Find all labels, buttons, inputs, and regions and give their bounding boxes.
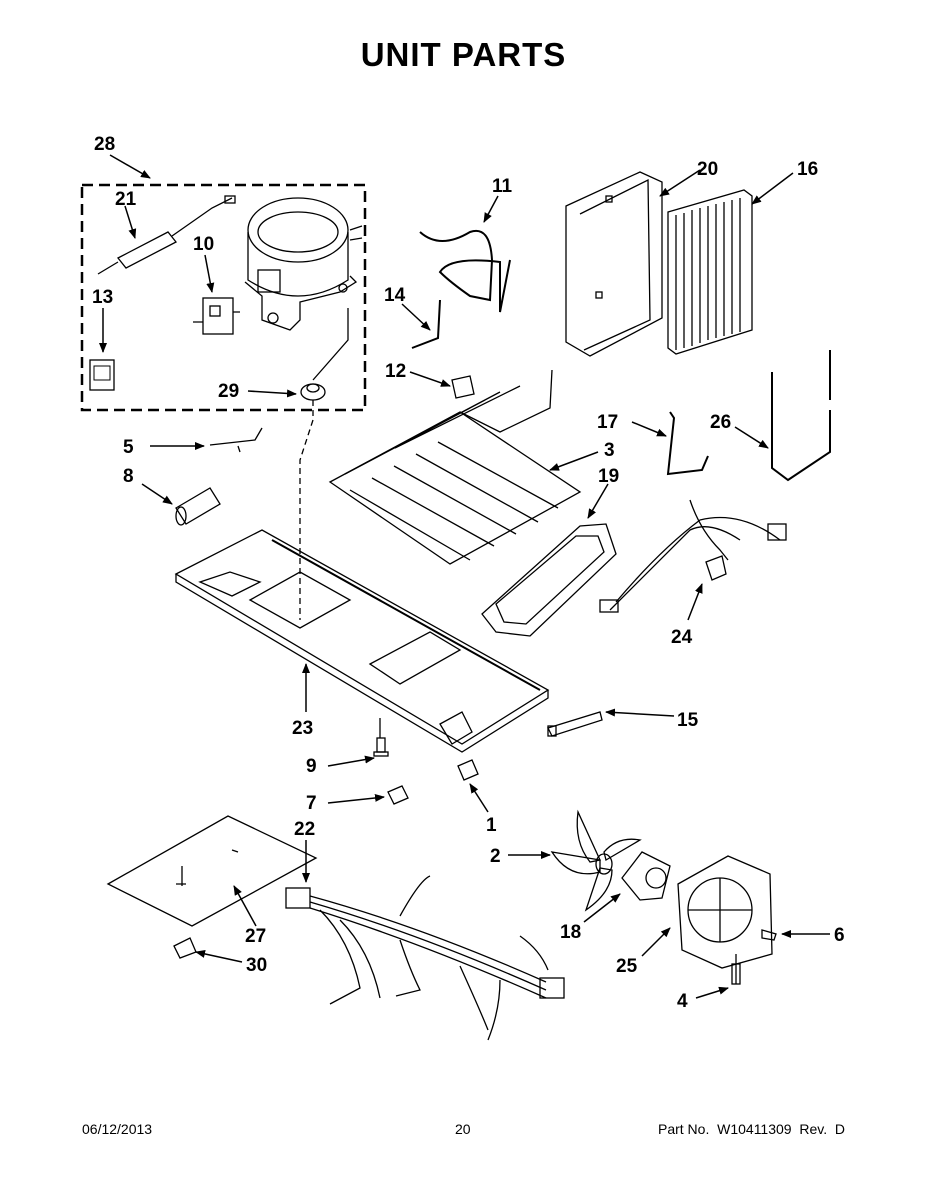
footer-date: 06/12/2013	[82, 1121, 153, 1137]
callout-17: 17	[597, 412, 618, 433]
callout-9: 9	[306, 756, 317, 777]
grommet-part	[300, 383, 326, 401]
clip-part	[451, 375, 475, 399]
heater-part	[328, 369, 582, 565]
callout-3: 3	[604, 440, 615, 461]
base-pan-part	[174, 529, 550, 753]
callout-18: 18	[560, 922, 581, 943]
screw-part-4	[731, 954, 741, 985]
callout-29: 29	[218, 381, 239, 402]
evaporator-part	[667, 189, 753, 355]
callout-11: 11	[492, 176, 513, 197]
callout-23: 23	[292, 718, 313, 739]
callout-28: 28	[94, 134, 115, 155]
screw-part-9	[373, 718, 389, 757]
sheet-part	[106, 815, 318, 927]
clip-part-30	[173, 937, 197, 959]
harness-part-22	[285, 875, 565, 1041]
callout-13: 13	[92, 287, 113, 308]
tube-part-14	[411, 299, 441, 349]
callout-12: 12	[385, 361, 406, 382]
harness-part-24	[599, 499, 787, 613]
callout-2: 2	[490, 846, 501, 867]
callout-5: 5	[123, 437, 134, 458]
callout-19: 19	[598, 466, 619, 487]
callout-1: 1	[486, 815, 497, 836]
tube-part-11	[419, 229, 511, 313]
callout-16: 16	[797, 159, 818, 180]
overload-part	[89, 359, 115, 391]
screw-part-6	[761, 929, 777, 941]
drain-pan-part	[481, 523, 617, 637]
callout-20: 20	[697, 159, 718, 180]
fan-shroud-part	[677, 855, 773, 969]
tie-part	[547, 711, 603, 737]
callout-8: 8	[123, 466, 134, 487]
callout-22: 22	[294, 819, 315, 840]
callout-6: 6	[834, 925, 845, 946]
plug-part-1	[457, 759, 479, 781]
callout-30: 30	[246, 955, 267, 976]
footer-part-number: Part No. W10411309 Rev. D	[657, 1121, 845, 1137]
clip-part-17	[666, 411, 709, 476]
page-title: UNIT PARTS	[360, 36, 567, 73]
relay-part	[193, 297, 240, 335]
callout-21: 21	[115, 189, 137, 210]
insulation-tube-part	[175, 487, 221, 526]
evaporator-cover-part	[565, 171, 663, 357]
fan-blade-part	[550, 809, 642, 912]
callout-26: 26	[710, 412, 731, 433]
compressor-part	[244, 197, 363, 331]
drier-part	[97, 195, 236, 275]
fan-motor-part	[621, 851, 671, 901]
compressor-group-box	[80, 183, 367, 412]
callout-arrows	[99, 154, 830, 999]
callout-25: 25	[616, 956, 638, 977]
callout-7: 7	[306, 793, 317, 814]
tube-part-26	[771, 350, 831, 482]
plug-part-7	[387, 785, 409, 805]
footer-page-number: 20	[455, 1121, 471, 1137]
callout-15: 15	[677, 710, 699, 731]
callout-14: 14	[384, 285, 406, 306]
wire-part-5	[209, 427, 263, 453]
callout-27: 27	[245, 926, 266, 947]
callout-4: 4	[677, 991, 688, 1012]
callout-10: 10	[193, 234, 214, 255]
callout-24: 24	[671, 627, 693, 648]
